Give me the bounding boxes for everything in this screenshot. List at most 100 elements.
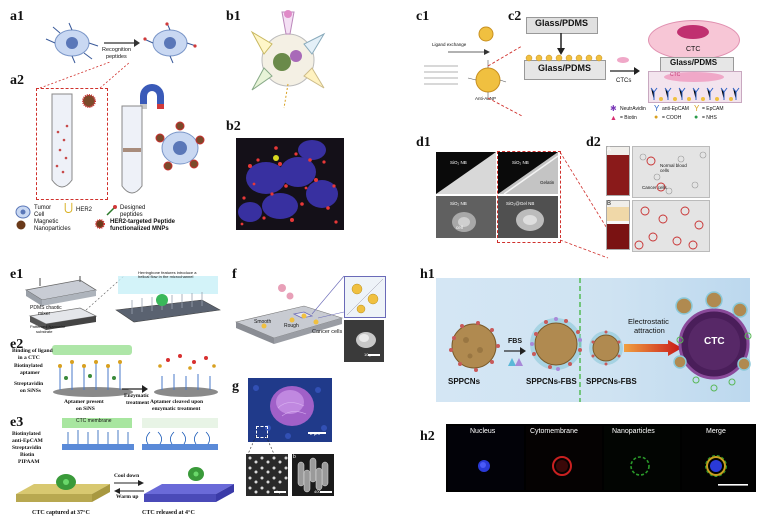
d1-image-cell (436, 196, 496, 238)
a-legend-functionalized: functionalized MNPs (110, 226, 169, 232)
a1-arrow-icon (104, 39, 140, 47)
h2-nanoparticles-label: Nanoparticles (612, 428, 655, 435)
panel-label-b2: b2 (226, 119, 241, 134)
c2-ctc-small-label: CTC (670, 72, 681, 78)
h1-electrostatic-label: Electrostatic (628, 317, 669, 326)
e3-captured-label: CTC captured at 37°C (32, 510, 90, 516)
e1-herringbone: Herringbone features introduce a helical… (138, 270, 197, 280)
e2-cleaved-array (154, 354, 218, 397)
d2-micro-top (632, 146, 710, 198)
e2-binding-ligand: Binding of ligand (12, 348, 53, 354)
c1-ligand-exchange-scheme (424, 26, 507, 100)
a-legend-tumor: Tumor (34, 205, 52, 211)
a1-recognition-label: Recognition (102, 47, 132, 53)
e3-membrane-right (142, 418, 218, 428)
panel-label-g: g (232, 379, 239, 394)
e3-ctc-membrane: CTC membrane (76, 418, 112, 424)
h1-fbs-label: FBS (508, 338, 522, 345)
e3-surface-right (142, 431, 218, 450)
h2-nucleus-label: Nucleus (470, 428, 496, 435)
g-zoom-box (256, 426, 268, 438)
a-legend-functionalized-mnp-icon (95, 219, 105, 229)
e2-aptamer-cleaved: Aptamer cleaved upon (150, 399, 204, 405)
a2-test-tube-right (121, 105, 143, 194)
a1-tumor-cell-left (45, 22, 99, 64)
h1-sppcn-particle (449, 321, 500, 372)
a-legend-magnetic: Magnetic (34, 219, 59, 225)
c2-glass-top (526, 17, 598, 34)
a-legend-nanoparticles: Nanoparticles (34, 226, 71, 232)
d-connector-lines (559, 151, 609, 259)
c2-legend-nhs-icon: ● (694, 114, 699, 121)
g-nanopillar-image-left (246, 454, 288, 496)
a2-magnet-icon (140, 84, 164, 109)
e3-surface-left (62, 430, 134, 450)
a-legend-peptide-icon (106, 205, 117, 216)
h1-ctc-cell (673, 291, 752, 392)
a2-test-tube-left (51, 93, 73, 188)
h1-divider-line (579, 278, 581, 402)
e2-treatment: treatment (126, 400, 150, 406)
h2-cytomembrane-label: Cytomembrane (530, 428, 578, 435)
d2-tube-a (606, 146, 630, 196)
g-scale-br: 400 nm (314, 489, 328, 494)
e1-pdms-chaotic: PDMS chaotic (30, 305, 62, 311)
c2-legend-neutravidin: NeutrAvidin (620, 106, 646, 112)
e3-membrane-left (62, 418, 132, 428)
a1-tumor-cell-right (143, 22, 197, 64)
c2-down-arrow-icon (557, 33, 565, 55)
h1-fbs-proteins-icon (508, 358, 523, 366)
c2-ctc-nucleus (677, 25, 709, 39)
c2-ctcs-label: CTCs (616, 78, 632, 84)
e2-on-sinss: on SiNSs (20, 388, 41, 394)
panel-label-e3: e3 (10, 415, 24, 430)
e3-streptavidin: Streptavidin (12, 445, 42, 451)
a-legend-her2-icon: ⋃ (64, 202, 74, 214)
g-zoom-connectors (247, 435, 275, 455)
c2-glass-right-label: Glass/PDMS (670, 58, 718, 67)
a-legend-cell: Cell (34, 212, 45, 218)
d2-cancer-cells: Cancer cells (642, 185, 667, 190)
g-scale-bl: 1 μm (276, 489, 285, 494)
d1-cell-label: cell (456, 225, 463, 230)
panel-label-d1: d1 (416, 135, 431, 150)
f-rough-label: Rough (284, 323, 299, 329)
c2-ctcs-arrow-icon (610, 67, 640, 75)
e3-biotin: Biotin (20, 452, 35, 458)
c2-legend-anti-epcam: anti-EpCAM (662, 106, 689, 112)
e3-anti-epcam: anti-EpCAM (12, 438, 43, 444)
c2-legend-anti-epcam-icon: Y (654, 104, 660, 113)
panel-label-b1: b1 (226, 9, 241, 24)
d1-sio2-nb-gelatin-label: SiO₂ NB (512, 160, 529, 165)
c2-glass-mid (524, 60, 606, 80)
c-connector-lines (487, 45, 523, 117)
panel-label-h1: h1 (420, 267, 435, 282)
a2-mnp-icon (82, 94, 96, 108)
c2-legend-biotin: = Biotin (620, 115, 637, 121)
f-zoom-inset (344, 276, 386, 318)
e2-in-a-ctc: in a CTC (18, 355, 40, 361)
f-smooth-label: Smooth (254, 319, 272, 325)
d1-image-sio2-gel (498, 196, 558, 238)
panel-label-e1: e1 (10, 267, 24, 282)
f-sem-image (344, 320, 384, 362)
panel-label-c2: c2 (508, 9, 522, 24)
h1-electrostatic-arrow (624, 340, 682, 356)
e1-mixer: mixer (38, 311, 51, 317)
panel-label-h2: h2 (420, 429, 435, 444)
d2-tube-b (606, 200, 630, 250)
f-zoom-lines (311, 275, 345, 319)
h1-sppcns-fbs-label: SPPCNs-FBS (526, 377, 577, 386)
a-legend-designed-peptides: peptides (120, 212, 143, 218)
d2-tube-b-label: B (607, 201, 612, 207)
c2-glass-top-label: Glass/PDMS (535, 18, 589, 28)
c2-ctc-small (664, 72, 724, 82)
d1-sio2-nb-label: SiO₂ NB (450, 160, 467, 165)
panel-label-c1: c1 (416, 9, 430, 24)
e1-chaotic-mixer (24, 276, 98, 330)
a-legend-her2-targeted: HER2-targeted Peptide (110, 219, 176, 225)
c2-antibody-array (650, 87, 740, 101)
e3-pipaam: PIPAAM (18, 459, 40, 465)
panel-label-e2: e2 (10, 337, 24, 352)
e1-nanowire-zoom (115, 276, 221, 323)
